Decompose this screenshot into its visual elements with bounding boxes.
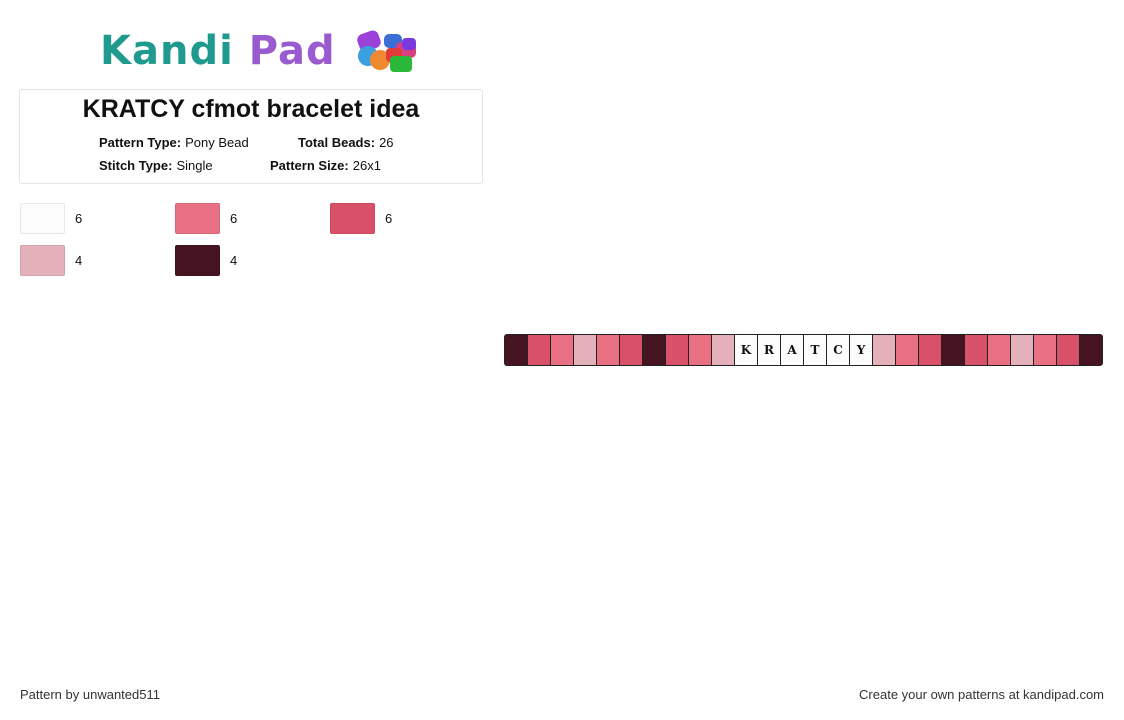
stitch-type-label: Stitch Type:	[99, 158, 173, 173]
bead	[642, 334, 665, 366]
pattern-author: Pattern by unwanted511	[20, 687, 160, 702]
pattern-info-card: KRATCY cfmot bracelet idea Pattern Type:…	[19, 89, 483, 184]
pattern-size-label: Pattern Size:	[270, 158, 349, 173]
logo-text-pad: Pad	[248, 28, 336, 74]
pattern-title: KRATCY cfmot bracelet idea	[82, 95, 420, 123]
bead	[918, 334, 941, 366]
pattern-type: Pattern Type:Pony Bead	[99, 135, 249, 150]
bead: T	[803, 334, 826, 366]
bead	[596, 334, 619, 366]
bead	[1079, 334, 1103, 366]
kandipad-promo-link[interactable]: Create your own patterns at kandipad.com	[859, 687, 1104, 702]
pattern-type-value: Pony Bead	[185, 135, 249, 150]
legend-count: 4	[230, 253, 238, 268]
bead	[987, 334, 1010, 366]
bead	[711, 334, 734, 366]
legend-count: 6	[385, 211, 393, 226]
legend-count: 4	[75, 253, 83, 268]
logo-text: Kandi Pad	[100, 24, 336, 78]
total-beads: Total Beads:26	[298, 135, 394, 150]
stitch-type: Stitch Type:Single	[99, 158, 213, 173]
bead	[964, 334, 987, 366]
total-beads-label: Total Beads:	[298, 135, 376, 150]
legend-swatch	[20, 203, 65, 234]
logo[interactable]: Kandi Pad	[100, 24, 426, 78]
bead: R	[757, 334, 780, 366]
bead	[573, 334, 596, 366]
bead	[1010, 334, 1033, 366]
bead: A	[780, 334, 803, 366]
total-beads-value: 26	[379, 135, 394, 150]
beads-icon	[356, 30, 416, 72]
bead	[1056, 334, 1079, 366]
legend-count: 6	[75, 211, 83, 226]
logo-text-kandi: Kandi	[100, 28, 234, 74]
bead	[527, 334, 550, 366]
bead	[504, 334, 527, 366]
bead	[688, 334, 711, 366]
legend-swatch	[175, 245, 220, 276]
pattern-type-label: Pattern Type:	[99, 135, 182, 150]
bead: Y	[849, 334, 872, 366]
bead: K	[734, 334, 757, 366]
stitch-type-value: Single	[176, 158, 213, 173]
pattern-size-value: 26x1	[352, 158, 381, 173]
bead: C	[826, 334, 849, 366]
pattern-size: Pattern Size:26x1	[270, 158, 381, 173]
bead	[619, 334, 642, 366]
legend-swatch	[330, 203, 375, 234]
bead	[550, 334, 573, 366]
legend-swatch	[20, 245, 65, 276]
bead	[872, 334, 895, 366]
bead	[1033, 334, 1056, 366]
bead	[895, 334, 918, 366]
legend-swatch	[175, 203, 220, 234]
bead	[941, 334, 964, 366]
bead	[665, 334, 688, 366]
legend-count: 6	[230, 211, 238, 226]
